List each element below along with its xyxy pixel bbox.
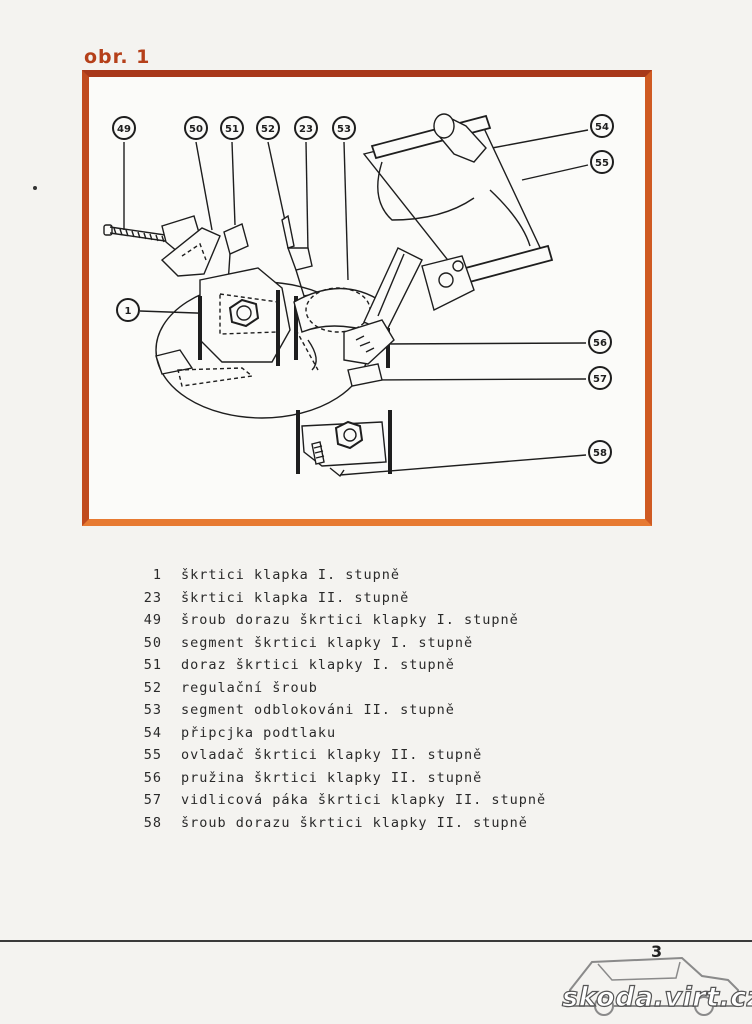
callout-label: 51: [225, 124, 239, 135]
legend-number: 56: [143, 769, 162, 786]
legend-text: ovladač škrtici klapky II. stupně: [181, 747, 483, 764]
legend-number: 49: [143, 612, 162, 629]
legend-text: vidlicová páka škrtici klapky II. stupně: [181, 792, 547, 809]
car-logo-watermark: [569, 956, 739, 1016]
callout-label: 53: [337, 124, 351, 135]
legend-row: 23 škrtici klapka II. stupně: [138, 587, 658, 610]
callout-label: 55: [595, 158, 609, 169]
legend-row: 54 připcjka podtlaku: [138, 722, 658, 745]
parts-legend: 1 škrtici klapka I. stupně 23 škrtici klapk…: [138, 564, 658, 834]
bottom-rule: [0, 940, 752, 942]
callout-49: 49: [112, 116, 136, 140]
legend-number: 55: [143, 747, 162, 764]
legend-text: šroub dorazu škrtici klapky II. stupně: [181, 814, 528, 831]
callout-51: 51: [220, 116, 244, 140]
callout-label: 54: [595, 122, 609, 133]
legend-text: šroub dorazu škrtici klapky I. stupně: [181, 612, 519, 629]
legend-text: škrtici klapka I. stupně: [181, 567, 401, 584]
legend-number: 57: [143, 792, 162, 809]
carburetor-diagram: 49 50 51 52 23 53 54 55 1 56 57 58: [103, 113, 614, 478]
callout-label: 58: [593, 448, 607, 459]
legend-text: připcjka podtlaku: [181, 724, 337, 741]
legend-number: 50: [143, 634, 162, 651]
legend-number: 23: [143, 589, 162, 606]
legend-row: 50 segment škrtici klapky I. stupně: [138, 632, 658, 655]
legend-row: 58 šroub dorazu škrtici klapky II. stupně: [138, 812, 658, 835]
callout-56: 56: [588, 330, 612, 354]
callout-23: 23: [294, 116, 318, 140]
legend-text: pružina škrtici klapky II. stupně: [181, 769, 483, 786]
callout-label: 50: [189, 124, 203, 135]
legend-row: 57 vidlicová páka škrtici klapky II. stup…: [138, 789, 658, 812]
callout-58: 58: [588, 440, 612, 464]
callout-label: 23: [299, 124, 313, 135]
legend-text: regulační šroub: [181, 679, 318, 696]
watermark-text: skoda.virt.cz: [561, 981, 752, 1013]
legend-row: 56 pružina škrtici klapky II. stupně: [138, 767, 658, 790]
margin-dot: [33, 186, 37, 190]
legend-row: 52 regulační šroub: [138, 677, 658, 700]
legend-text: doraz škrtici klapky I. stupně: [181, 657, 455, 674]
legend-number: 58: [143, 814, 162, 831]
callout-label: 49: [117, 124, 131, 135]
legend-text: škrtici klapka II. stupně: [181, 589, 410, 606]
legend-row: 53 segment odblokováni II. stupně: [138, 699, 658, 722]
legend-text: segment škrtici klapky I. stupně: [181, 634, 474, 651]
callout-54: 54: [590, 114, 614, 138]
figure-label: obr. 1: [84, 46, 151, 68]
legend-number: 54: [143, 724, 162, 741]
callout-50: 50: [184, 116, 208, 140]
legend-row: 1 škrtici klapka I. stupně: [138, 564, 658, 587]
legend-number: 52: [143, 679, 162, 696]
legend-number: 51: [143, 657, 162, 674]
page-number: 3: [651, 942, 663, 961]
callout-label: 1: [125, 306, 132, 317]
callout-57: 57: [588, 366, 612, 390]
legend-row: 51 doraz škrtici klapky I. stupně: [138, 654, 658, 677]
legend-text: segment odblokováni II. stupně: [181, 702, 455, 719]
callout-52: 52: [256, 116, 280, 140]
callout-55: 55: [590, 150, 614, 174]
callout-1: 1: [116, 298, 140, 322]
legend-row: 49 šroub dorazu škrtici klapky I. stupně: [138, 609, 658, 632]
callout-label: 56: [593, 338, 607, 349]
callout-label: 57: [593, 374, 607, 385]
legend-number: 1: [152, 567, 162, 584]
legend-row: 55 ovladač škrtici klapky II. stupně: [138, 744, 658, 767]
callout-label: 52: [261, 124, 275, 135]
legend-number: 53: [143, 702, 162, 719]
callout-53: 53: [332, 116, 356, 140]
